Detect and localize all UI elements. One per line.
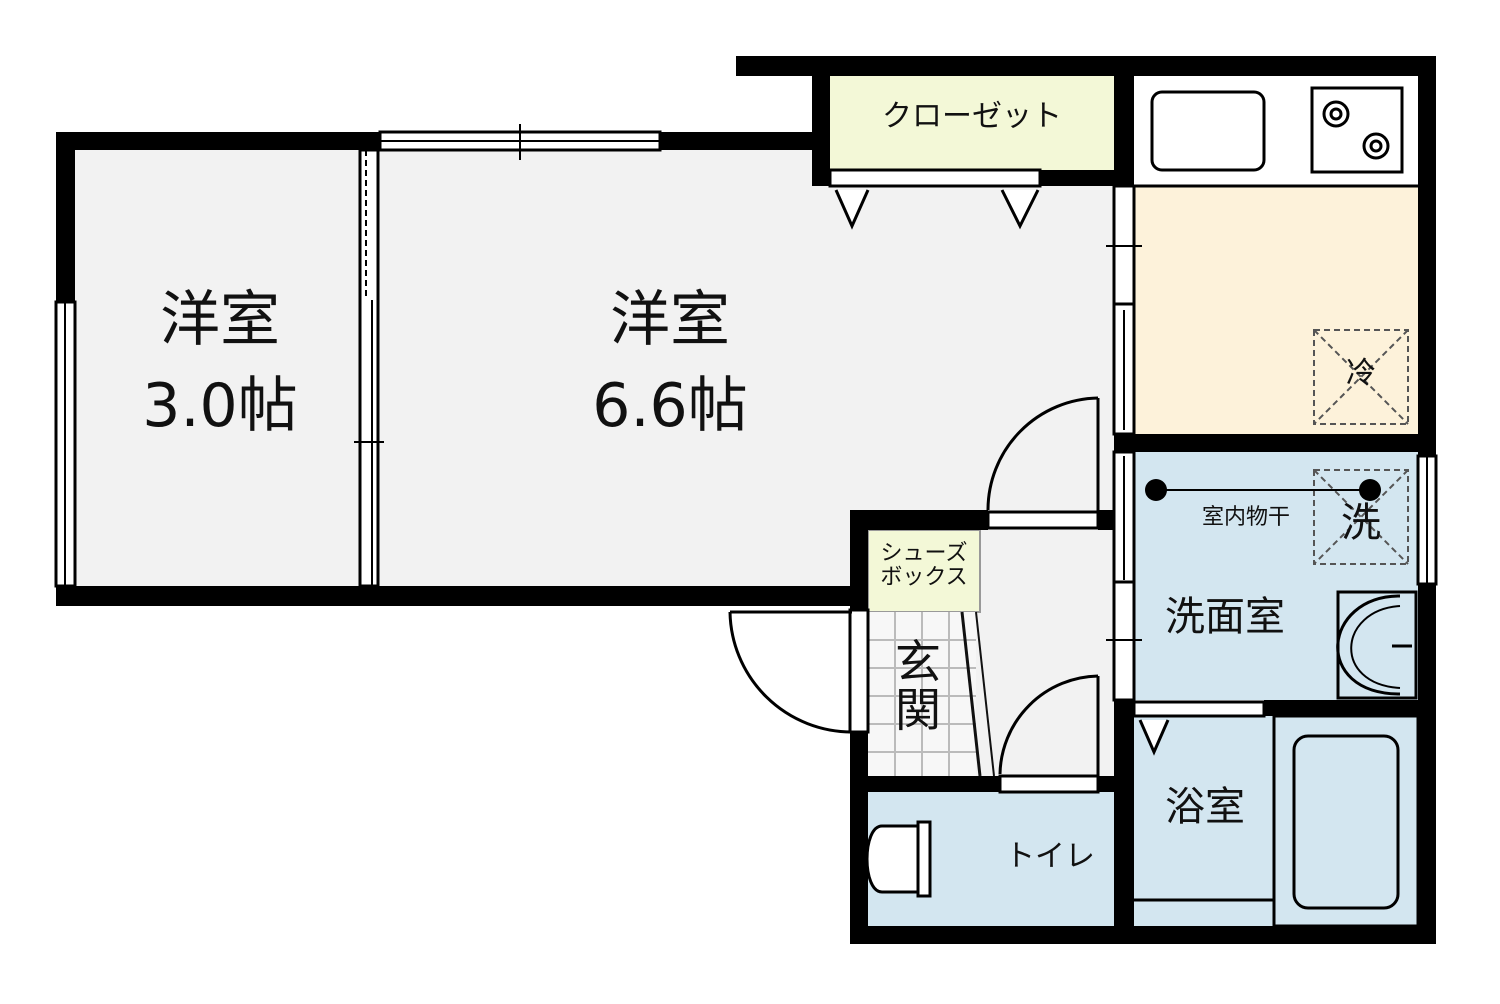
walls	[56, 56, 1436, 944]
entrance-tiles	[868, 612, 976, 776]
entrance-label: 玄 関	[888, 638, 948, 735]
washer-space	[1313, 469, 1409, 565]
wash-basin	[1336, 590, 1418, 700]
washer-mark: 洗	[1341, 500, 1381, 546]
entrance-char2: 関	[895, 683, 941, 738]
partition-sliding-doors	[354, 148, 384, 588]
room-name-small: 洋室	[160, 285, 280, 355]
room-name-large: 洋室	[610, 285, 730, 355]
stove	[1310, 86, 1404, 174]
entrance-char1: 玄	[895, 635, 941, 689]
fridge-space	[1313, 329, 1409, 425]
room-size-large: 6.6帖	[592, 371, 748, 441]
room-size-small: 3.0帖	[142, 371, 298, 441]
washroom-label: 洗面室	[1165, 594, 1285, 640]
shoe-box-line2: ボックス	[880, 565, 968, 591]
bathtub	[1272, 714, 1420, 928]
bathroom-door	[1132, 700, 1266, 756]
toilet-label: トイレ	[1005, 839, 1095, 874]
closet-doors	[828, 168, 1042, 230]
entrance-step	[960, 611, 982, 777]
shoe-box-label: シューズ ボックス	[868, 541, 980, 591]
washroom-opening	[1106, 450, 1438, 702]
bathroom-label: 浴室	[1165, 784, 1245, 830]
fridge-mark: 冷	[1346, 356, 1376, 391]
shoe-box-line1: シューズ	[880, 541, 968, 566]
indoor-drying-label: 室内物干	[1201, 505, 1290, 530]
floor-kitchen	[1134, 186, 1418, 434]
door-room	[986, 396, 1100, 530]
toilet-bowl	[865, 820, 932, 898]
front-door	[728, 608, 870, 734]
window-left	[54, 300, 77, 588]
floor-closet	[830, 76, 1114, 170]
closet-label: クローゼット	[882, 99, 1062, 134]
kitchen-opening	[1106, 184, 1142, 436]
floor-western-room-small	[75, 150, 365, 586]
kitchen-sink	[1150, 90, 1266, 172]
door-toilet	[998, 674, 1100, 794]
indoor-drying-rod	[1145, 479, 1381, 501]
window-top	[378, 124, 662, 160]
